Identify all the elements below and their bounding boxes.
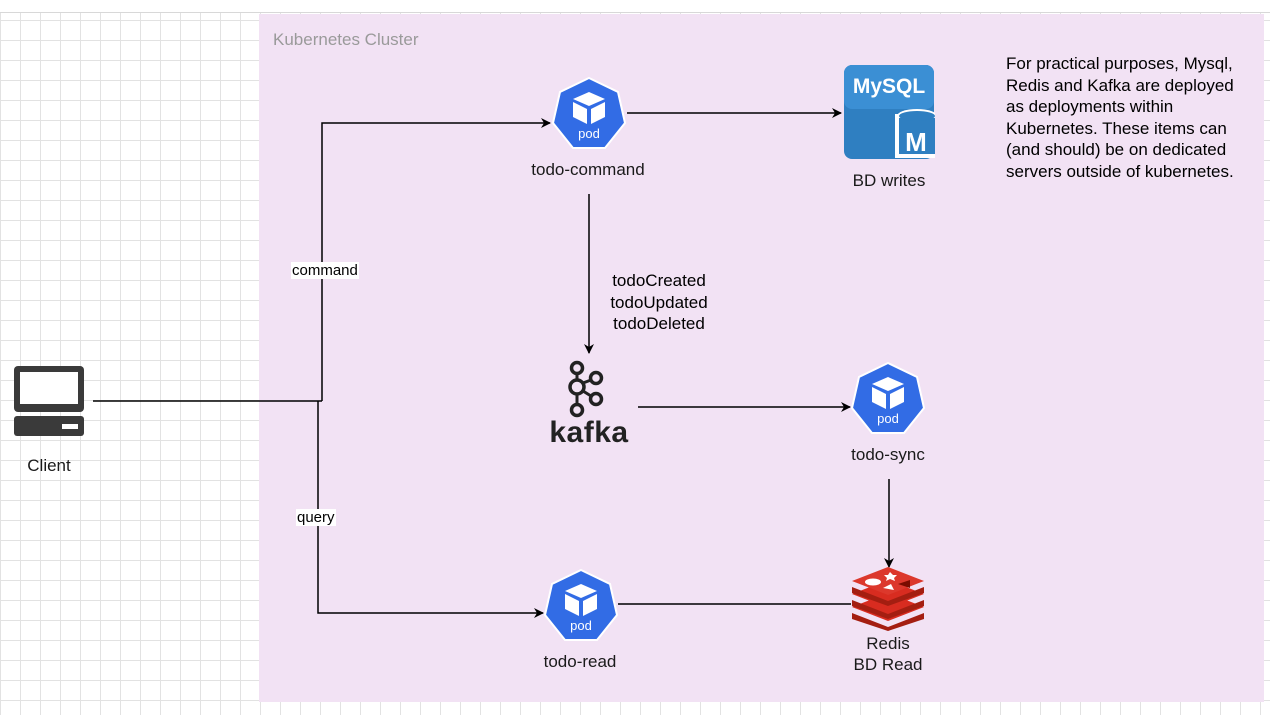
kubernetes-pod-icon[interactable]: pod [543, 568, 619, 641]
mysql-title: MySQL [853, 75, 926, 98]
mysql-letter: M [905, 127, 927, 157]
event-todo-updated: todoUpdated [610, 292, 708, 312]
redis-label: Redis BD Read [828, 633, 948, 675]
redis-label-line1: Redis [866, 634, 910, 653]
kafka-wordmark: kafka [549, 416, 629, 449]
kubernetes-pod-icon[interactable]: pod [551, 76, 627, 149]
event-todo-created: todoCreated [612, 271, 706, 290]
event-todo-deleted: todoDeleted [613, 314, 705, 333]
edge-query[interactable] [317, 401, 544, 618]
redis-logo-icon[interactable] [850, 567, 926, 631]
redis-label-line2: BD Read [853, 655, 923, 674]
computer-icon[interactable] [12, 364, 86, 438]
edge-label-command: command [291, 262, 359, 279]
todo-read-label: todo-read [543, 652, 617, 671]
edge-label-query: query [296, 509, 336, 526]
todo-command-label: todo-command [531, 160, 645, 179]
pod-text: pod [578, 126, 600, 141]
cluster-label: Kubernetes Cluster [273, 30, 419, 49]
pod-text: pod [877, 411, 899, 426]
deployment-note: For practical purposes, Mysql, Redis and… [1006, 54, 1234, 181]
top-ruler [0, 0, 1270, 13]
todo-sync-label: todo-sync [851, 445, 925, 464]
kubernetes-cluster-container[interactable] [259, 14, 1264, 702]
kafka-logo-icon[interactable] [560, 360, 606, 418]
kafka-events-label: todoCreated todoUpdated todoDeleted [597, 270, 721, 335]
edge-command[interactable] [321, 118, 551, 401]
client-label: Client [27, 456, 71, 475]
mysql-database-icon[interactable]: MySQL M [843, 64, 939, 160]
pod-text: pod [570, 618, 592, 633]
mysql-label: BD writes [852, 171, 926, 190]
kubernetes-pod-icon[interactable]: pod [850, 361, 926, 434]
